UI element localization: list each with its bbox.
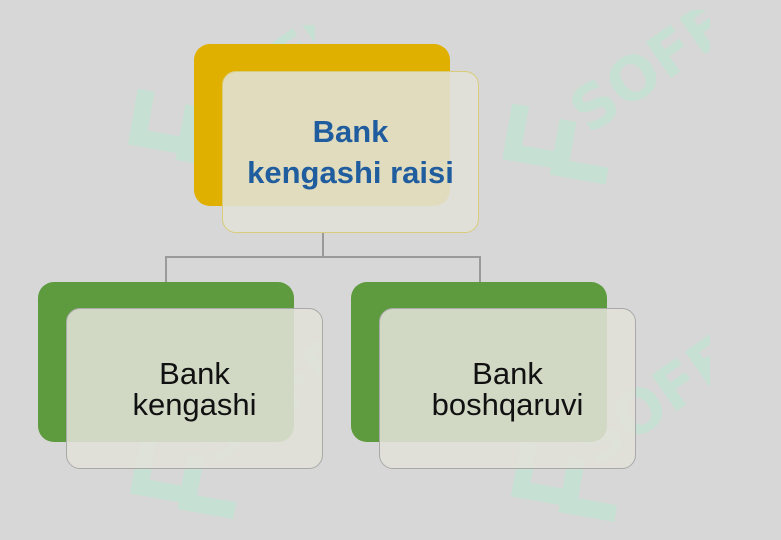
- connector-left: [165, 256, 167, 282]
- connector-trunk: [322, 233, 324, 257]
- child-node-2: Bank boshqaruvi: [379, 308, 636, 469]
- svg-text:SOFF: SOFF: [558, 10, 710, 147]
- watermark-logo-2: SOFF: [502, 10, 710, 185]
- connector-bar: [165, 256, 481, 258]
- connector-right: [479, 256, 481, 282]
- top-node-label: Bank kengashi raisi: [247, 114, 454, 190]
- top-node: Bank kengashi raisi: [222, 71, 479, 233]
- child-node-1: Bank kengashi: [66, 308, 323, 469]
- child-node-2-label: Bank boshqaruvi: [431, 355, 584, 422]
- child-node-1-label: Bank kengashi: [132, 355, 257, 422]
